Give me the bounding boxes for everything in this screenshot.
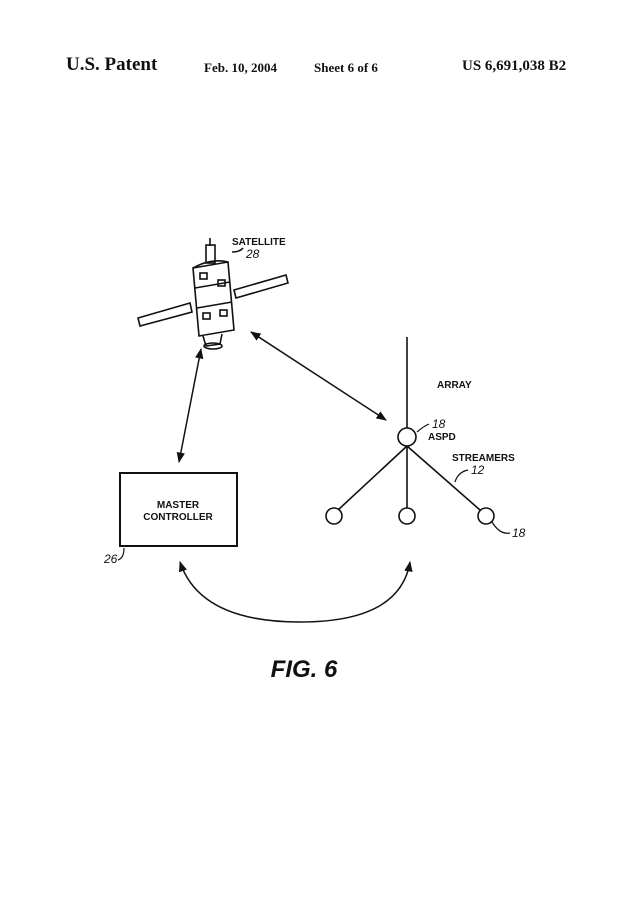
controller-ref-number: 26 — [103, 552, 118, 566]
header-patent-label: U.S. Patent — [66, 54, 158, 75]
master-controller-box — [119, 472, 238, 547]
aspd-ref-number: 18 — [432, 417, 446, 431]
header-patent-number: US 6,691,038 B2 — [462, 58, 567, 74]
aspd-label: ASPD — [428, 432, 456, 443]
streamers-ref-number: 12 — [471, 463, 485, 477]
node-ref-number: 18 — [512, 526, 526, 540]
streamers-lines — [337, 445, 481, 511]
array-label: ARRAY — [437, 380, 472, 391]
aspd-node — [397, 427, 417, 447]
figure-caption: FIG. 6 — [271, 656, 338, 683]
controller-array-link-arrow — [179, 560, 413, 623]
streamer-node-center — [398, 507, 416, 525]
satellite-icon — [137, 238, 289, 350]
satellite-array-link-arrow — [250, 331, 387, 421]
streamer-node-left — [325, 507, 343, 525]
controller-label-line2: CONTROLLER — [143, 512, 213, 523]
satellite-controller-link-arrow — [176, 347, 204, 464]
streamers-label: STREAMERS — [452, 453, 515, 464]
streamer-node-right — [477, 507, 495, 525]
controller-label-line1: MASTER — [157, 500, 200, 511]
satellite-label: SATELLITE — [232, 237, 286, 248]
satellite-ref-number: 28 — [245, 247, 260, 261]
header-sheet: Sheet 6 of 6 — [314, 60, 378, 75]
header-date: Feb. 10, 2004 — [204, 60, 277, 75]
